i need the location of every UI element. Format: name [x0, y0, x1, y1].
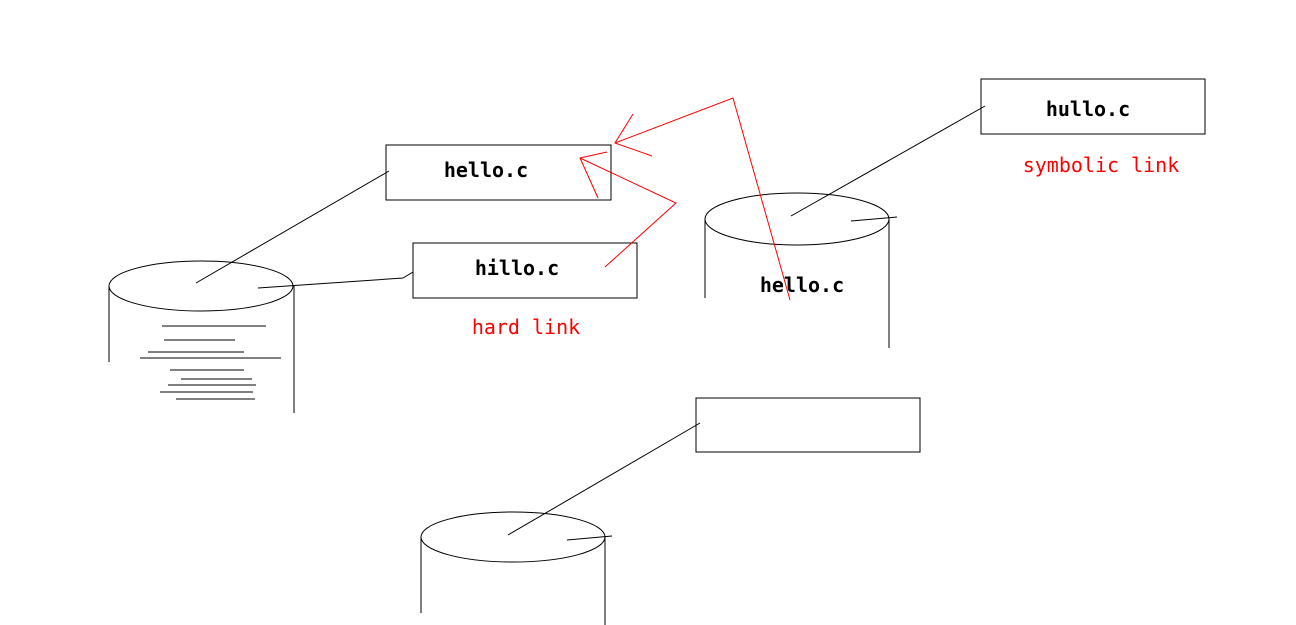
hello-file-label: hello.c — [444, 158, 528, 182]
hard-link-caption: hard link — [472, 315, 580, 339]
hullo-file-label: hullo.c — [1046, 97, 1130, 121]
empty-box-to-bottom-disk-connector — [507, 422, 701, 536]
hello-file-entry: hello.c — [385, 144, 612, 201]
right-disk-path-content: hello.c — [760, 273, 844, 297]
hullo-file-entry: hullo.c — [980, 78, 1206, 135]
right-disk-cylinder — [704, 192, 890, 348]
right-disk-inner-stub — [850, 216, 898, 222]
hello-to-left-disk-connector — [195, 170, 390, 284]
bottom-disk-cylinder — [420, 511, 606, 625]
hullo-to-right-disk-connector — [790, 105, 986, 217]
hard-link-arrow — [579, 151, 677, 268]
left-disk-cylinder — [108, 260, 295, 413]
hillo-to-left-disk-connector — [257, 271, 414, 289]
left-disk-data-lines — [140, 325, 281, 400]
bottom-disk-inner-stub — [566, 535, 613, 541]
symbolic-link-arrow — [614, 97, 791, 301]
empty-file-entry — [695, 397, 921, 453]
symbolic-link-caption: symbolic link — [1023, 153, 1180, 177]
hillo-file-entry: hillo.c — [412, 242, 638, 299]
hillo-file-label: hillo.c — [475, 256, 559, 280]
